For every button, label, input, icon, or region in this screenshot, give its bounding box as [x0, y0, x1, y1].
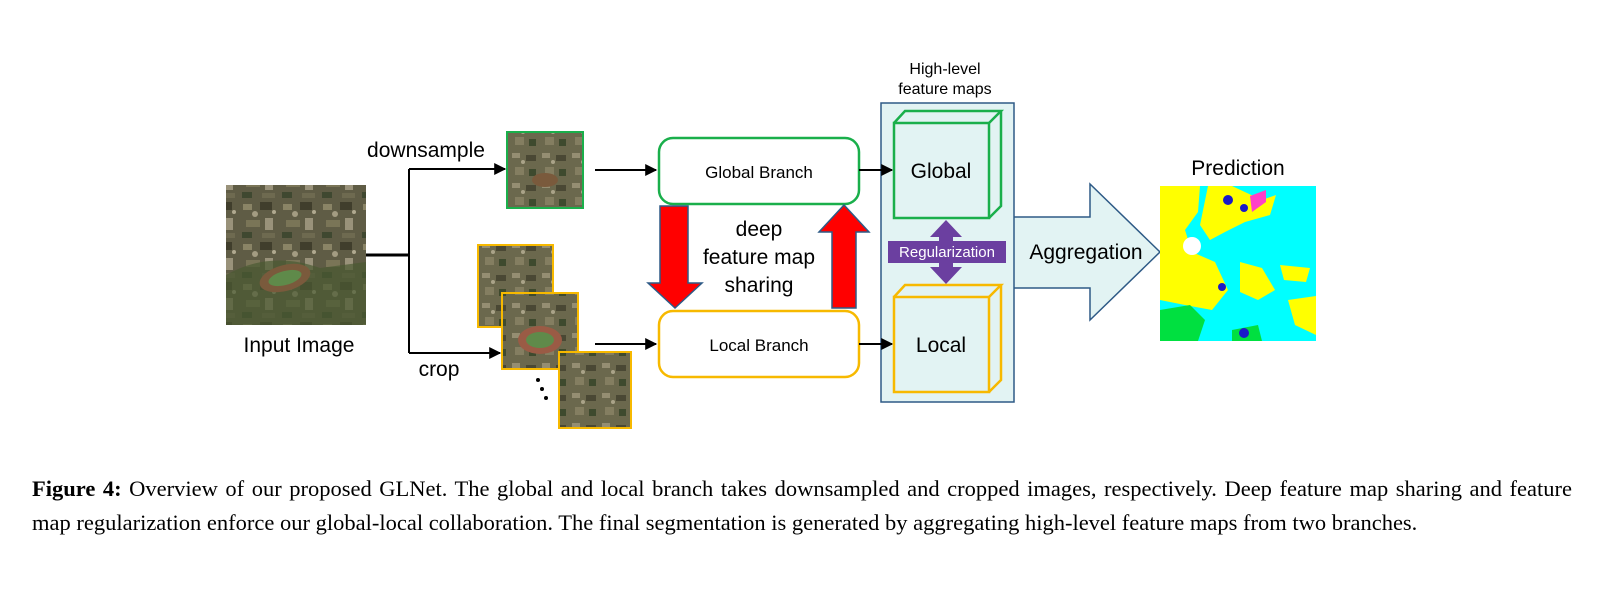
high-level-label-line1: High-level [909, 61, 980, 78]
glnet-architecture-diagram: Input Image downsample crop Global Branc… [226, 61, 1316, 429]
sharing-label-line2: feature map [703, 246, 815, 269]
input-image-label: Input Image [244, 334, 355, 357]
sharing-label-line3: sharing [725, 274, 794, 297]
regularization-label: Regularization [899, 244, 995, 261]
local-cube-label: Local [916, 334, 966, 357]
caption-text: Overview of our proposed GLNet. The glob… [32, 476, 1572, 535]
split-connector [366, 163, 507, 359]
crop-label: crop [419, 358, 460, 381]
sharing-up-arrow [817, 203, 871, 309]
high-level-label-line2: feature maps [898, 81, 991, 98]
global-feature-cube [892, 109, 1005, 220]
sharing-down-arrow [646, 205, 704, 310]
caption-label: Figure 4: [32, 476, 122, 501]
prediction-map [1160, 186, 1316, 341]
prediction-label: Prediction [1191, 157, 1284, 180]
aggregation-arrow [1012, 182, 1162, 322]
global-cube-label: Global [911, 160, 972, 183]
downsampled-image [506, 131, 584, 209]
local-branch-label: Local Branch [709, 336, 808, 355]
aggregation-label: Aggregation [1029, 241, 1142, 264]
sharing-label-line1: deep [736, 218, 783, 241]
downsample-label: downsample [367, 139, 485, 162]
input-image [226, 185, 366, 325]
cropped-patches [477, 244, 632, 429]
regularization-badge [888, 241, 1006, 263]
figure-caption: Figure 4: Overview of our proposed GLNet… [32, 472, 1572, 540]
global-branch-label: Global Branch [705, 163, 813, 182]
local-feature-cube [892, 283, 1005, 394]
